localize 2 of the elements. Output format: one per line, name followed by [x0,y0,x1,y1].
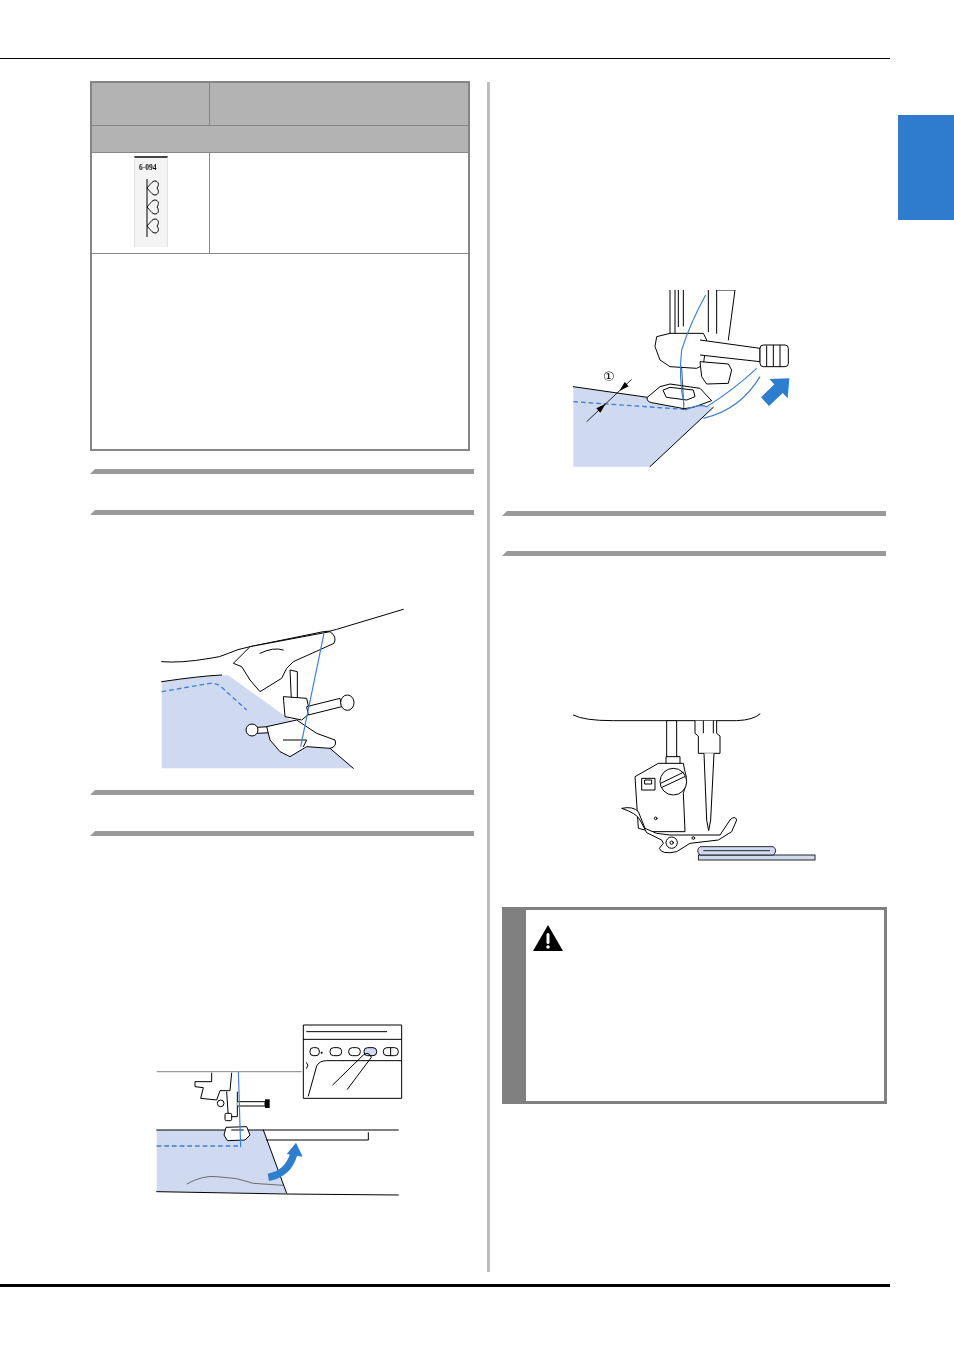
callout-number: ① [603,370,615,384]
chapter-tab [898,115,954,220]
